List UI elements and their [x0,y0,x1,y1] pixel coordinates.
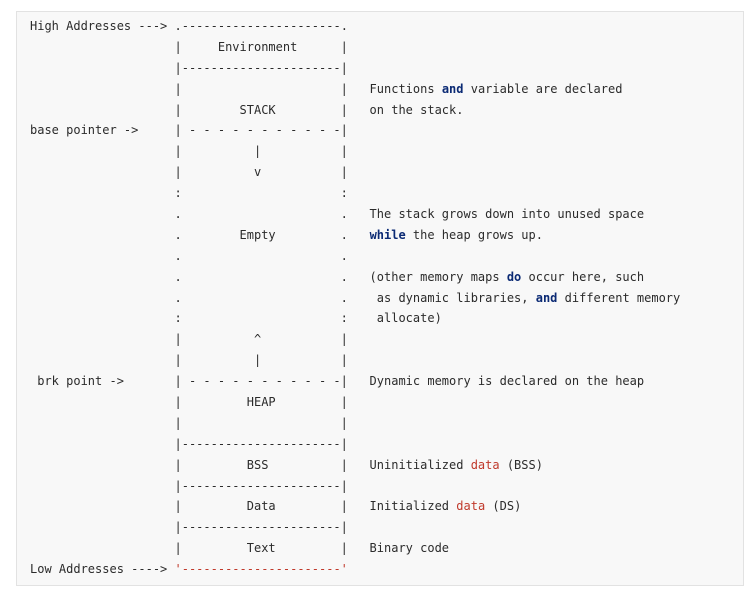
code-line: brk point -> | - - - - - - - - - - -| Dy… [30,371,680,392]
code-token: . . The stack grows down into unused spa… [30,207,645,222]
code-token: occur here, such [521,269,645,284]
code-token: . [174,19,182,33]
code-line: |----------------------| [30,58,680,79]
code-token: and [441,81,464,96]
code-line: |----------------------| [30,517,680,538]
code-token: base pointer -> | - - - - - - - - - - -| [30,123,348,138]
code-token: | | | [30,353,348,368]
code-token: | | Functions [30,81,442,96]
code-token: | Environment | [30,39,348,54]
code-token: different memory [557,290,681,305]
code-line: base pointer -> | - - - - - - - - - - -| [30,120,680,141]
code-token: | | [30,415,348,430]
code-line: | BSS | Uninitialized data (BSS) [30,455,680,476]
code-token: ---------------------- [181,19,341,33]
code-token: while [369,227,406,242]
code-line: . . [30,246,680,267]
code-token: | Data | Initialized [30,499,457,514]
code-token: . . as dynamic libraries, [30,290,536,305]
code-token: |----------------------| [30,478,348,493]
code-line: |----------------------| [30,476,680,497]
code-token: data [456,499,486,514]
code-line: | Text | Binary code [30,538,680,559]
code-token: variable are declared [463,81,623,96]
code-line: | STACK | on the stack. [30,100,680,121]
code-line: . . The stack grows down into unused spa… [30,204,680,225]
code-line: | ^ | [30,329,680,350]
code-token: | ^ | [30,332,348,347]
code-token: (BSS) [499,457,543,472]
code-token: | | | [30,144,348,159]
code-token: . . (other memory maps [30,269,507,284]
code-token: . [340,19,348,33]
code-token: |----------------------| [30,60,348,75]
code-line: | Data | Initialized data (DS) [30,496,680,517]
code-line: | | | [30,141,680,162]
code-token: | HEAP | [30,395,348,410]
code-token: do [506,269,522,284]
code-token: |----------------------| [30,520,348,535]
code-token: | v | [30,165,348,180]
code-line: . . (other memory maps do occur here, su… [30,267,680,288]
code-line: |----------------------| [30,434,680,455]
code-token: | BSS | Uninitialized [30,457,471,472]
code-token: High Addresses ---> [30,19,175,33]
code-line: . Empty . while the heap grows up. [30,225,680,246]
code-token: the heap grows up. [405,227,543,242]
code-line: | | Functions and variable are declared [30,79,680,100]
code-line: | Environment | [30,37,680,58]
code-block [16,11,744,586]
code-line: | | [30,413,680,434]
code-token: |----------------------| [30,436,348,451]
code-line: : : [30,183,680,204]
code-line: | | | [30,350,680,371]
memory-layout-diagram: High Addresses ---> .-------------------… [30,16,680,580]
code-token: : : allocate) [30,311,442,326]
code-token: (DS) [485,499,522,514]
code-line: | HEAP | [30,392,680,413]
code-token: . Empty . [30,227,370,242]
code-token: | STACK | on the stack. [30,102,464,117]
code-line: High Addresses ---> .-------------------… [30,16,680,37]
code-token: Low Addresses ----> [30,562,175,577]
code-token: . . [30,248,348,263]
code-line: | v | [30,162,680,183]
code-token: : : [30,186,348,201]
code-line: : : allocate) [30,308,680,329]
code-token: brk point -> | - - - - - - - - - - -| Dy… [30,374,645,389]
code-line: Low Addresses ----> '-------------------… [30,559,680,580]
code-token: '----------------------' [174,562,348,577]
code-token: | Text | Binary code [30,541,450,556]
code-token: data [470,457,500,472]
code-token: and [535,290,558,305]
code-line: . . as dynamic libraries, and different … [30,288,680,309]
